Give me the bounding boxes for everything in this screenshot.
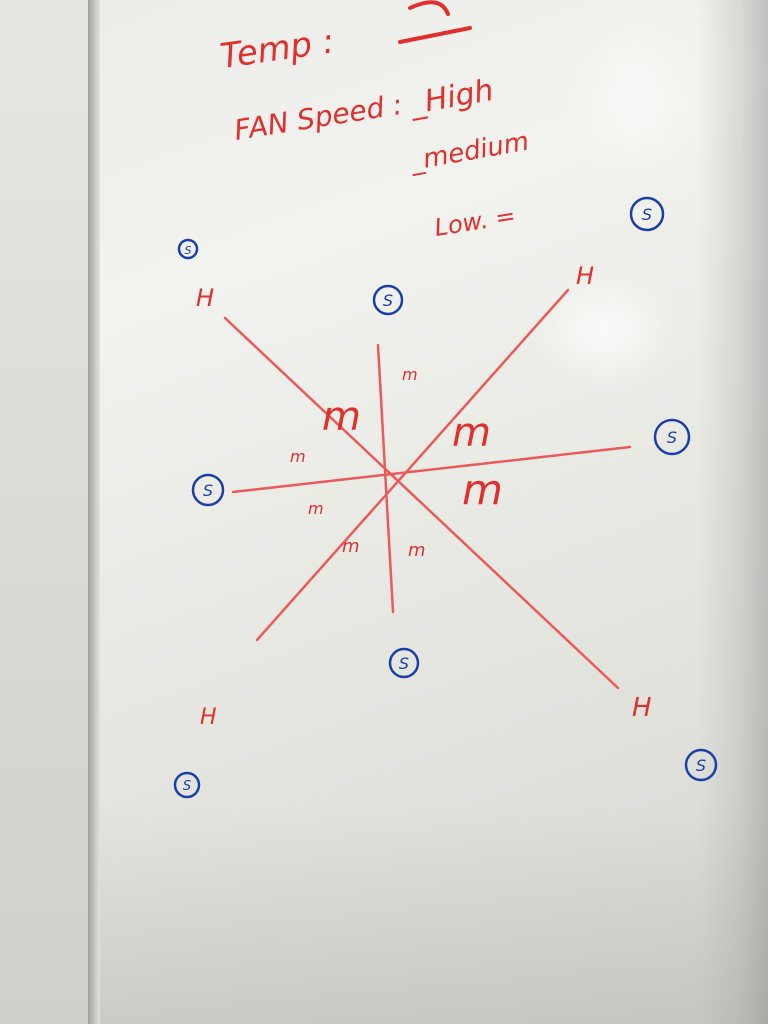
speed-option-low: Low. = — [433, 202, 518, 242]
board-right-shadow — [698, 0, 768, 1024]
label-h-bottom-right: H — [632, 693, 652, 723]
marker-circle-right — [653, 418, 691, 456]
label-m-lower-center: m — [408, 540, 426, 561]
label-m-left-lower: m — [308, 499, 324, 518]
temp-label: Temp : — [218, 21, 337, 77]
speed-option-high: _High — [406, 73, 496, 122]
marker-circle-top-right — [629, 196, 665, 232]
whiteboard-surface — [100, 0, 768, 1024]
horizontal-line — [231, 445, 632, 494]
vertical-line — [376, 343, 395, 614]
marker-letter-bottom: S — [399, 654, 409, 673]
diagonal-line-ne-sw — [255, 288, 570, 642]
label-m-lower-left: m — [342, 536, 360, 557]
sensor-marker-letters: S S S S S S S S — [183, 205, 706, 794]
direction-lines — [223, 288, 632, 690]
marker-circle-top-left — [177, 238, 199, 260]
marker-letter-left: S — [203, 481, 213, 500]
marker-letter-bottom-right: S — [696, 756, 706, 775]
marker-letter-bottom-left: S — [183, 779, 191, 794]
speed-option-medium: _medium — [407, 127, 531, 178]
marker-circle-bottom-right — [684, 748, 718, 782]
label-h-top-left: H — [196, 284, 214, 312]
marker-circle-bottom-left — [173, 771, 201, 799]
marker-circle-left — [191, 473, 225, 507]
label-m-right-lower: m — [462, 465, 503, 514]
glare-spot — [560, 300, 650, 360]
label-m-right-upper: m — [452, 410, 491, 456]
label-m-left: m — [290, 447, 306, 466]
wall-left — [0, 0, 96, 1024]
temp-blank-line — [398, 26, 472, 44]
sensor-markers — [173, 196, 718, 799]
glare-spot-top — [600, 40, 670, 150]
label-h-bottom-left: H — [200, 705, 217, 730]
temp-unit-mark — [408, 0, 450, 16]
marker-letter-top: S — [383, 291, 393, 310]
fan-speed-label: FAN Speed : — [232, 88, 405, 147]
board-bottom-shadow — [100, 804, 768, 1024]
label-m-upper-center: m — [402, 365, 418, 384]
whiteboard-frame-edge — [88, 0, 102, 1024]
marker-circle-bottom — [388, 647, 420, 679]
diagonal-line-nw-se — [223, 316, 620, 690]
label-m-upper-left: m — [322, 394, 361, 440]
marker-letter-top-right: S — [642, 205, 652, 224]
marker-letter-right: S — [667, 428, 677, 447]
marker-circle-top — [372, 284, 404, 316]
marker-letter-top-left: S — [185, 244, 192, 257]
label-h-top-right: H — [576, 262, 594, 290]
